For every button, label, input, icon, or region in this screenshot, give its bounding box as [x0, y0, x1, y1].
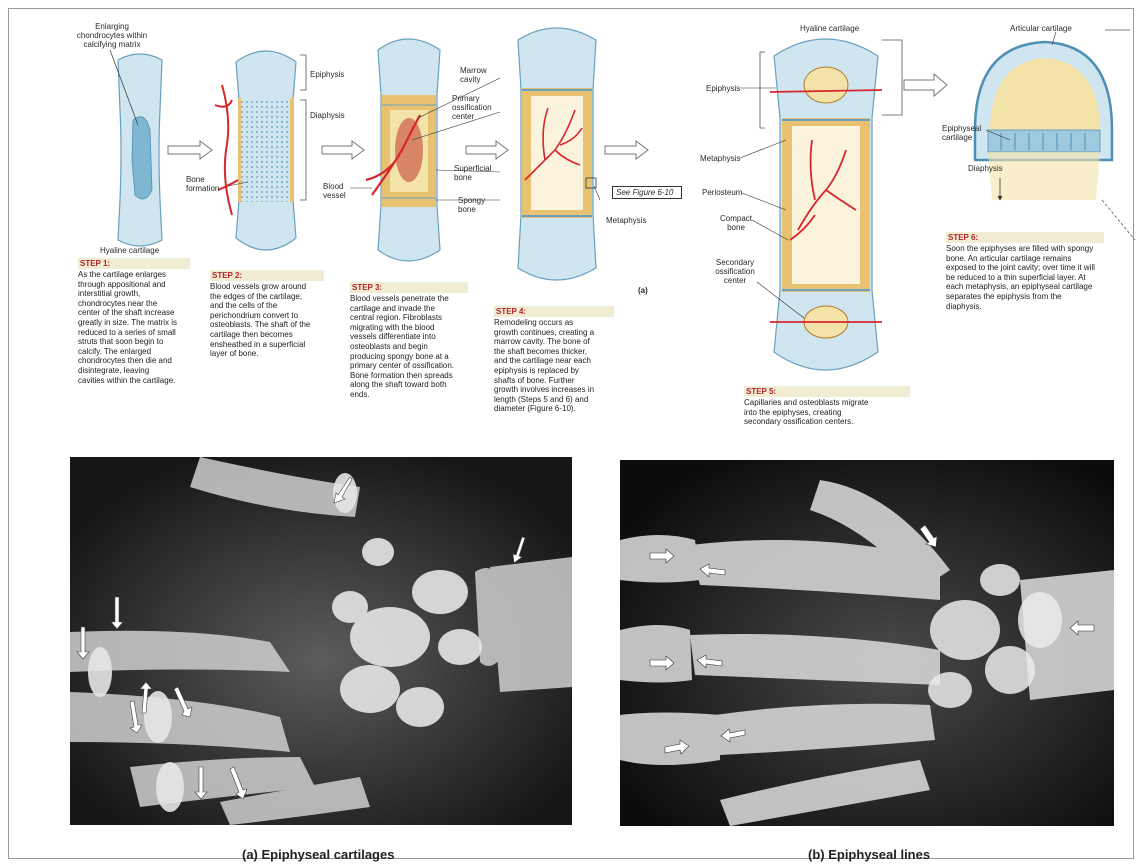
step2-title: STEP 2:: [210, 270, 324, 281]
label-compact-bone: Compact bone: [716, 214, 756, 232]
label-spongy-bone: Spongy bone: [458, 196, 494, 214]
stage1-cartilage-model: [110, 50, 162, 246]
pointer-lines: [228, 32, 1056, 318]
label-hyaline-cartilage-2: Hyaline cartilage: [800, 24, 859, 33]
label-epiphysis-2: Epiphysis: [706, 84, 740, 93]
caption-b: (b) Epiphyseal lines: [808, 847, 930, 862]
caption-a: (a) Epiphyseal cartilages: [242, 847, 394, 862]
step6-text: Soon the epiphyses are filled with spong…: [946, 244, 1096, 311]
step3-text: Blood vessels penetrate the cartilage an…: [350, 294, 456, 400]
stage2-bone-collar: [215, 51, 306, 250]
label-diaphysis-2: Diaphysis: [968, 164, 1003, 173]
step1-title: STEP 1:: [78, 258, 190, 269]
step5-text: Capillaries and osteoblasts migrate into…: [744, 398, 876, 427]
step4-title: STEP 4:: [494, 306, 614, 317]
step2-text: Blood vessels grow around the edges of t…: [210, 282, 312, 359]
stage5-secondary-ossification: [760, 39, 902, 370]
label-epiphysis: Epiphysis: [310, 70, 344, 79]
stage6-epiphyseal-cartilage: [975, 30, 1135, 240]
step4-text: Remodeling occurs as growth continues, c…: [494, 318, 596, 414]
label-see-figure: See Figure 6-10: [612, 186, 682, 199]
label-periosteum: Periosteum: [702, 188, 742, 197]
label-metaphysis: Metaphysis: [606, 216, 646, 225]
step1-text: As the cartilage enlarges through apposi…: [78, 270, 178, 385]
label-diaphysis: Diaphysis: [310, 111, 345, 120]
label-metaphysis-2: Metaphysis: [700, 154, 740, 163]
label-superficial-bone: Superficial bone: [454, 164, 500, 182]
label-primary-ossification-center: Primary ossification center: [452, 94, 510, 121]
label-panel-a: (a): [638, 286, 648, 295]
label-enlarging-chondrocytes: Enlarging chondrocytes within calcifying…: [72, 22, 152, 49]
label-bone-formation: Bone formation: [186, 175, 222, 193]
label-articular-cartilage: Articular cartilage: [1010, 24, 1072, 33]
label-blood-vessel: Blood vessel: [323, 182, 353, 200]
label-secondary-ossification-center: Secondary ossification center: [706, 258, 764, 285]
label-marrow-cavity: Marrow cavity: [460, 66, 490, 84]
label-hyaline-cartilage: Hyaline cartilage: [100, 246, 159, 255]
step3-title: STEP 3:: [350, 282, 468, 293]
xray-epiphyseal-cartilages: [70, 457, 572, 825]
stage4-marrow-cavity: [518, 28, 596, 280]
step6-title: STEP 6:: [946, 232, 1104, 243]
label-epiphyseal-cartilage: Epiphyseal cartilage: [942, 124, 992, 142]
step5-title: STEP 5:: [744, 386, 910, 397]
stage3-primary-ossification: [366, 39, 440, 261]
xray-epiphyseal-lines: [620, 460, 1114, 826]
